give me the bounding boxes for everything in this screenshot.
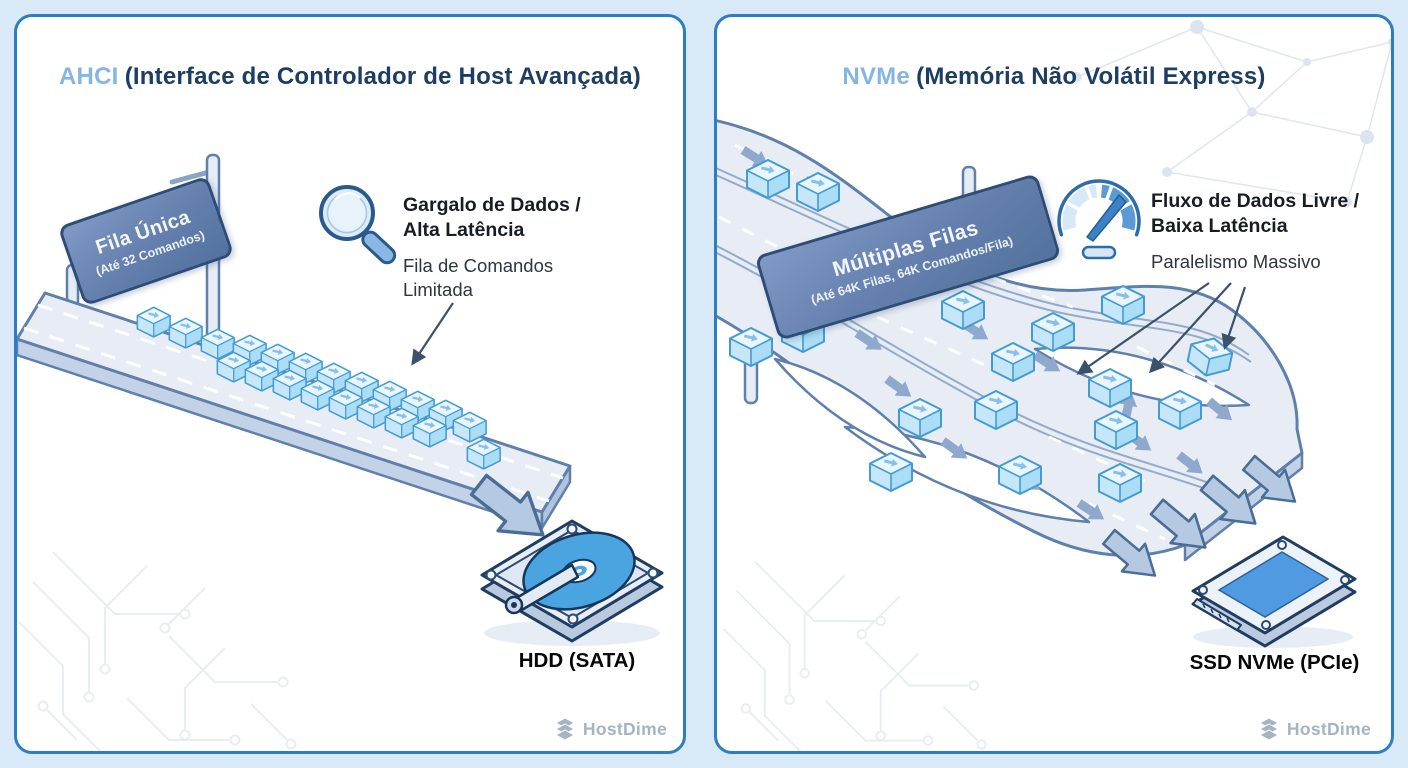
nvme-title: NVMe(Memória Não Volátil Express) — [717, 63, 1391, 91]
nvme-callout-title-line1: Fluxo de Dados Livre / — [1151, 190, 1360, 212]
callout-pointer-arrow — [411, 302, 454, 366]
circuit-pattern — [722, 561, 987, 751]
ahci-title: AHCI(Interface de Controlador de Host Av… — [17, 63, 683, 91]
speedometer-icon — [1057, 179, 1141, 260]
nvme-title-rest: (Memória Não Volátil Express) — [916, 63, 1266, 90]
ahci-title-rest: (Interface de Controlador de Host Avança… — [124, 63, 641, 90]
ahci-callout-title: Gargalo de Dados / Alta Latência — [403, 193, 581, 242]
nvme-callout-sub-line1: Paralelismo Massivo — [1151, 251, 1321, 273]
hostdime-layers-icon — [554, 717, 575, 741]
nvme-callout-title: Fluxo de Dados Livre / Baixa Latência — [1151, 189, 1359, 238]
ahci-callout-title-line1: Gargalo de Dados / — [403, 194, 581, 216]
hostdime-logo: HostDime — [553, 717, 667, 741]
circuit-pattern — [18, 551, 297, 751]
hostdime-layers-icon — [1258, 717, 1279, 741]
nvme-callout-sub: Paralelismo Massivo — [1151, 250, 1359, 274]
nvme-callout: Fluxo de Dados Livre / Baixa Latência Pa… — [1151, 189, 1359, 274]
nvme-callout-title-line2: Baixa Latência — [1151, 214, 1288, 237]
nvme-panel: NVMe(Memória Não Volátil Express) Múltip… — [714, 14, 1394, 754]
nvme-illustration — [717, 19, 1391, 751]
ahci-callout-sub-line2: Limitada — [403, 279, 473, 301]
callout-pointer-arrows — [1076, 282, 1247, 375]
hostdime-wordmark: HostDime — [1286, 718, 1371, 739]
hdd-drive-icon — [480, 519, 664, 646]
ahci-callout-sub-line1: Fila de Comandos — [403, 255, 554, 277]
ahci-callout-title-line2: Alta Latência — [403, 218, 525, 241]
magnifier-icon — [319, 185, 397, 265]
ahci-panel: AHCI(Interface de Controlador de Host Av… — [14, 14, 686, 754]
ahci-title-accent: AHCI — [59, 63, 119, 90]
ssd-label: SSD NVMe (PCIe) — [1189, 651, 1360, 674]
ssd-drive-icon — [1191, 535, 1357, 648]
nvme-title-accent: NVMe — [842, 63, 910, 90]
network-pattern — [1071, 19, 1391, 208]
hdd-label: HDD (SATA) — [518, 649, 636, 672]
hostdime-wordmark: HostDime — [582, 718, 667, 739]
ahci-callout-sub: Fila de Comandos Limitada — [403, 254, 581, 302]
ahci-illustration — [17, 153, 664, 751]
ahci-callout: Gargalo de Dados / Alta Latência Fila de… — [403, 193, 581, 302]
hostdime-logo: HostDime — [1257, 717, 1371, 741]
